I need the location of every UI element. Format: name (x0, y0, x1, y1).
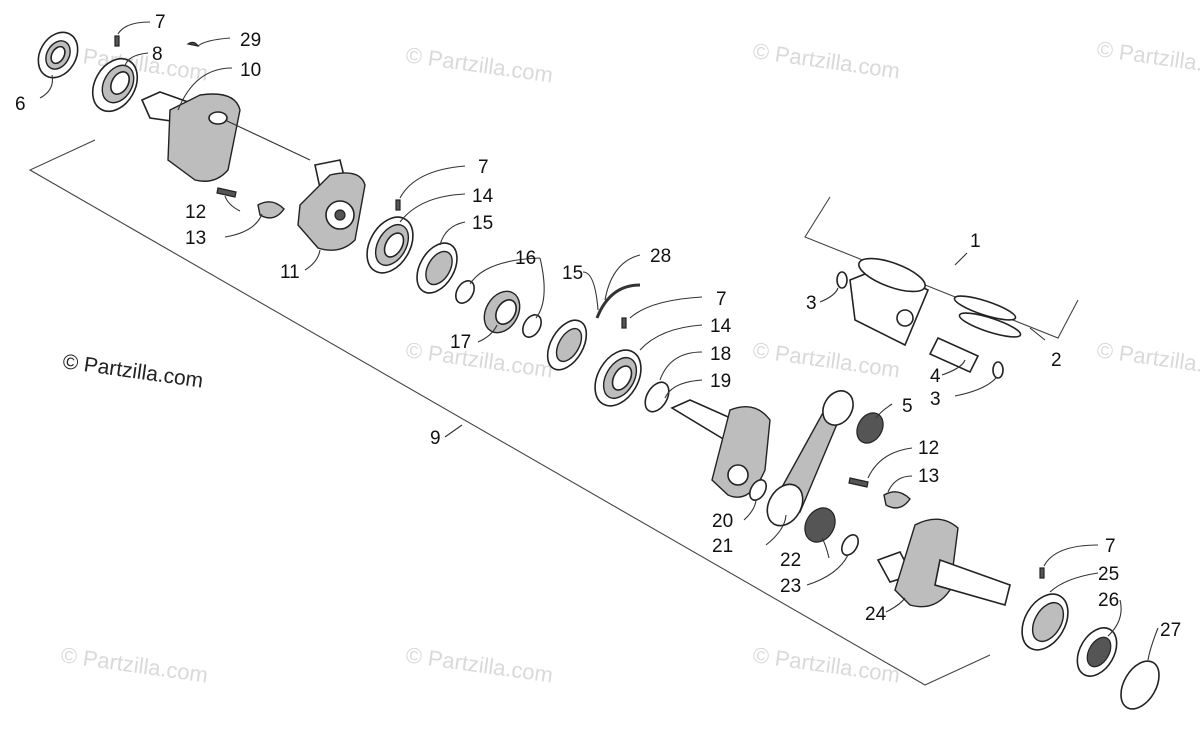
part-label-10: 10 (240, 60, 261, 81)
crank-half-10 (140, 91, 311, 182)
part-label-6: 6 (15, 94, 26, 115)
part-label-25: 25 (1098, 564, 1119, 585)
part-label-1: 1 (970, 231, 981, 252)
crank-half-11 (297, 159, 366, 251)
part-label-18: 18 (710, 344, 731, 365)
screw-12 (848, 477, 869, 488)
washer-13 (883, 491, 911, 509)
part-label-5: 5 (902, 396, 913, 417)
part-label-27: 27 (1160, 620, 1181, 641)
part-label-4: 4 (930, 366, 941, 387)
part-label-8: 8 (152, 44, 163, 65)
pin-7 (395, 199, 401, 211)
pin-7 (621, 317, 627, 329)
part-label-26: 26 (1098, 590, 1119, 611)
part-label-12: 12 (918, 438, 939, 459)
assembly-9-leader (444, 424, 463, 438)
part-label-23: 23 (780, 576, 801, 597)
washer-13 (257, 201, 285, 219)
pin-7 (114, 35, 120, 47)
part-label-3: 3 (930, 389, 941, 410)
gear-17 (483, 290, 521, 334)
watermark: © Partzilla.com (59, 642, 209, 687)
oring-18-19 (644, 381, 670, 413)
bearing-14b (594, 349, 642, 407)
part-label-13: 13 (185, 228, 206, 249)
pin-7 (1039, 567, 1045, 579)
seal-6 (37, 31, 79, 79)
piston-ring-2 (953, 295, 1017, 321)
bearing-8 (91, 57, 139, 113)
part-labels: 7 8 29 10 6 12 13 11 7 14 15 16 17 15 28… (15, 12, 1181, 641)
seal-15 (416, 242, 458, 294)
part-label-16: 16 (515, 248, 536, 269)
watermark: © Partzilla.com (1095, 36, 1200, 81)
part-label-12: 12 (185, 202, 206, 223)
part-label-15: 15 (472, 213, 493, 234)
ring-27 (1120, 660, 1160, 710)
key-29 (186, 41, 200, 47)
seal-26 (1076, 627, 1118, 677)
ring-16 (455, 280, 475, 304)
piston-ring-2 (958, 312, 1022, 338)
part-label-7: 7 (478, 157, 489, 178)
circlip-3 (836, 271, 848, 289)
part-label-14: 14 (710, 316, 732, 337)
part-label-2: 2 (1051, 350, 1062, 371)
circlip-3 (992, 361, 1004, 379)
part-label-11: 11 (280, 262, 300, 283)
part-label-9: 9 (430, 428, 441, 449)
washer-20 (749, 479, 767, 501)
seal-15b (546, 319, 588, 371)
watermark: © Partzilla.com (404, 42, 554, 87)
part-label-7: 7 (1105, 536, 1116, 557)
watermark: © Partzilla.com (751, 337, 901, 382)
assembly-1-leader (954, 252, 968, 266)
watermark: © Partzilla.com (404, 642, 554, 687)
assembly-9-bracket (28, 139, 991, 686)
ring-leader (1029, 327, 1046, 341)
washer-23 (841, 534, 859, 556)
needle-bearing-5 (856, 412, 884, 444)
piston-pin-4 (928, 336, 980, 374)
assembly-1-bracket (804, 196, 1079, 339)
crank-half-24 (876, 518, 1011, 608)
needle-bearing-22 (804, 507, 836, 543)
part-label-20: 20 (712, 511, 733, 532)
crank-center (670, 399, 771, 498)
ring-16b (522, 314, 542, 338)
watermark: © Partzilla.com (751, 642, 901, 687)
part-label-7: 7 (155, 12, 166, 33)
screw-12 (216, 187, 237, 198)
leader-lines (39, 21, 1159, 661)
piston-1 (849, 257, 930, 347)
part-label-3: 3 (806, 293, 817, 314)
part-label-7: 7 (716, 289, 727, 310)
part-label-22: 22 (780, 550, 801, 571)
part-label-14: 14 (472, 186, 494, 207)
watermark: © Partzilla.com (1095, 337, 1200, 382)
main-watermark: © Partzilla.com (61, 350, 204, 392)
part-label-24: 24 (865, 604, 887, 625)
connecting-rod-21 (766, 390, 854, 527)
part-label-21: 21 (712, 536, 733, 557)
part-label-28: 28 (650, 246, 671, 267)
part-label-29: 29 (240, 30, 261, 51)
watermark: © Partzilla.com (404, 337, 554, 382)
part-label-13: 13 (918, 466, 939, 487)
bearing-14 (366, 216, 414, 274)
bearing-25 (1021, 593, 1069, 651)
part-label-17: 17 (450, 332, 471, 353)
clip-28 (595, 283, 641, 319)
watermark: © Partzilla.com (751, 38, 901, 83)
part-label-19: 19 (710, 371, 731, 392)
part-label-15: 15 (562, 263, 583, 284)
